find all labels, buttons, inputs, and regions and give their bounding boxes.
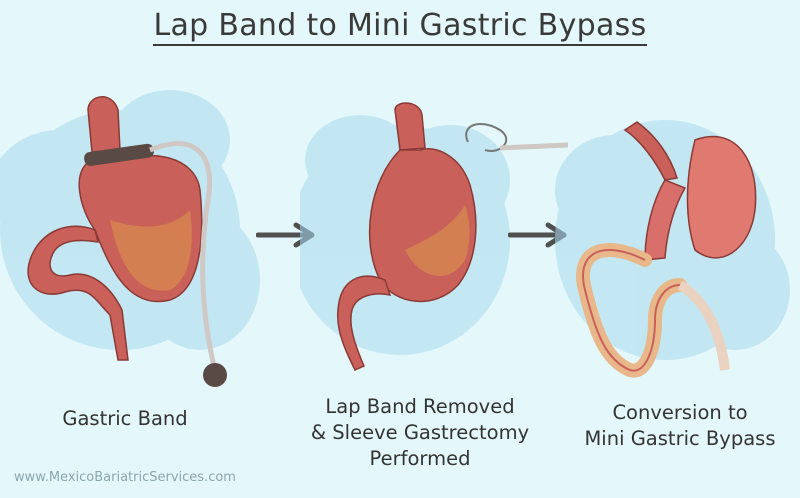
remnant-stomach [686, 135, 757, 259]
caption-sleeve: Lap Band Removed & Sleeve Gastrectomy Pe… [285, 394, 555, 472]
duodenum [336, 275, 392, 371]
caption-gastric-band: Gastric Band [10, 406, 240, 432]
caption-line: Performed [369, 447, 471, 470]
caption-line: Conversion to [612, 401, 748, 424]
caption-line: & Sleeve Gastrectomy [310, 421, 530, 444]
esophagus [623, 121, 678, 181]
footer-watermark: www.MexicoBariatricServices.com [14, 470, 236, 485]
caption-line: Gastric Band [62, 407, 188, 430]
gastric-pouch [644, 179, 687, 261]
gastric-band [84, 143, 154, 166]
sleeve-gastrectomy-illustration [300, 102, 569, 371]
page-title-text: Lap Band to Mini Gastric Bypass [153, 8, 647, 46]
caption-mini-bypass: Conversion to Mini Gastric Bypass [570, 400, 790, 452]
gastric-band-illustration [0, 90, 260, 387]
intestinal-loop-outline [582, 249, 681, 372]
band-tube [149, 141, 218, 371]
esophagus [394, 102, 426, 151]
band-removed [465, 123, 508, 152]
esophagus [87, 96, 121, 153]
caption-line: Lap Band Removed [325, 395, 515, 418]
mini-gastric-bypass-illustration [555, 120, 790, 378]
duodenum [27, 225, 129, 361]
stomach-inner [405, 205, 470, 277]
common-limb [677, 280, 730, 371]
page-title: Lap Band to Mini Gastric Bypass [0, 8, 800, 46]
removed-tube [499, 142, 569, 151]
caption-line: Mini Gastric Bypass [584, 427, 776, 450]
stomach-inner [110, 210, 192, 291]
band-port [203, 363, 227, 387]
